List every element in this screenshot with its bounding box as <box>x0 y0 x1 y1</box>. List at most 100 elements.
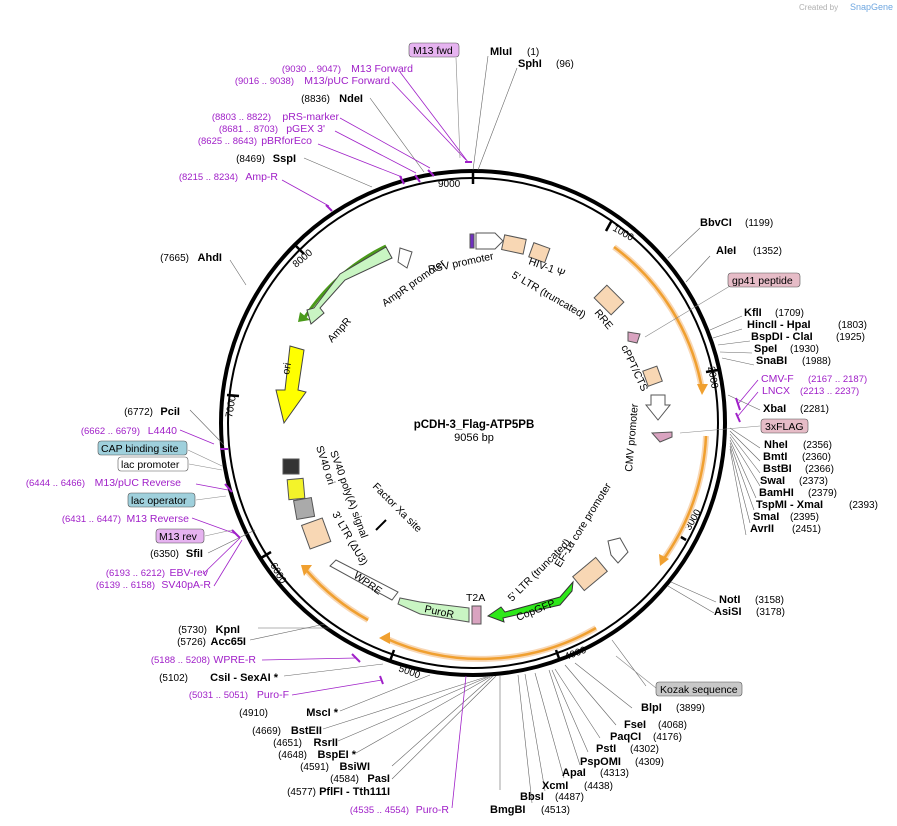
svg-text:(9030 .. 9047): (9030 .. 9047) <box>282 64 341 75</box>
svg-text:(6139 .. 6158): (6139 .. 6158) <box>96 580 155 591</box>
svg-text:(2379): (2379) <box>808 488 837 499</box>
site-mlui: MluI <box>490 46 512 58</box>
primer-pgex3: pGEX 3' <box>286 123 325 135</box>
site-ndei: NdeI <box>339 93 363 105</box>
site-bamhi: BamHI <box>759 487 794 499</box>
svg-text:(2281): (2281) <box>800 404 829 415</box>
svg-text:(1988): (1988) <box>802 356 831 367</box>
feature-cmv-promoter: CMV promoter <box>623 403 641 473</box>
primer-m13-forward: M13 Forward <box>351 63 413 75</box>
svg-text:(1709): (1709) <box>775 308 804 319</box>
svg-text:(2451): (2451) <box>792 524 821 535</box>
svg-text:(1930): (1930) <box>790 344 819 355</box>
label-cap-binding-site: CAP binding site <box>101 443 179 455</box>
site-pcii: PciI <box>160 406 180 418</box>
feature-t2a: T2A <box>466 592 485 604</box>
svg-text:(4584): (4584) <box>330 774 359 785</box>
site-pspomi: PspOMI <box>580 756 621 768</box>
plasmid-length: 9056 bp <box>454 432 494 444</box>
svg-text:(1): (1) <box>527 47 539 58</box>
svg-text:(3178): (3178) <box>756 607 785 618</box>
svg-text:(2356): (2356) <box>803 440 832 451</box>
svg-text:(4176): (4176) <box>653 732 682 743</box>
primer-pbrforeco: pBRforEco <box>261 135 312 147</box>
site-snabi: SnaBI <box>756 355 787 367</box>
boxed-labels: M13 fwd gp41 peptide 3xFLAG Kozak sequen… <box>97 42 809 697</box>
site-csii-sexai: CsiI - SexAI * <box>210 672 279 684</box>
site-kfli: KflI <box>744 307 762 319</box>
svg-text:(4910): (4910) <box>239 708 268 719</box>
svg-text:(2393): (2393) <box>849 500 878 511</box>
svg-text:(4302): (4302) <box>630 744 659 755</box>
svg-text:(8803 .. 8822): (8803 .. 8822) <box>212 112 271 123</box>
svg-text:(5188 .. 5208): (5188 .. 5208) <box>151 655 210 666</box>
svg-text:(2213 .. 2237): (2213 .. 2237) <box>800 386 859 397</box>
site-pflfi-tth111i: PflFI - Tth111I <box>319 786 390 798</box>
outer-feature-arcs <box>303 244 709 662</box>
svg-text:(4313): (4313) <box>600 768 629 779</box>
svg-text:(6350): (6350) <box>150 549 179 560</box>
tick-labels: 1000 2000 3000 4000 5000 6000 7000 8000 … <box>224 179 720 682</box>
primer-lncx: LNCX <box>762 385 790 397</box>
svg-text:(6193 .. 6212): (6193 .. 6212) <box>106 568 165 579</box>
svg-text:(2366): (2366) <box>805 464 834 475</box>
primer-m13-puc-reverse: M13/pUC Reverse <box>95 477 182 489</box>
svg-text:(5726): (5726) <box>177 637 206 648</box>
site-xbai: XbaI <box>763 403 786 415</box>
svg-text:(1199): (1199) <box>745 218 773 229</box>
site-apai: ApaI <box>562 767 586 779</box>
svg-text:(7665): (7665) <box>160 253 189 264</box>
svg-text:(1925): (1925) <box>836 332 865 343</box>
primer-l4440: L4440 <box>148 425 177 437</box>
site-psti: PstI <box>596 743 616 755</box>
svg-text:(1803): (1803) <box>838 320 867 331</box>
plasmid-name: pCDH-3_Flag-ATP5PB <box>414 419 535 431</box>
tick-4000: 4000 <box>563 645 588 663</box>
site-sspi: SspI <box>273 153 296 165</box>
tick-7000: 7000 <box>224 394 239 418</box>
feature-5ltr-a: 5' LTR (truncated) <box>510 269 588 321</box>
site-sphi: SphI <box>518 58 542 70</box>
site-spei: SpeI <box>754 343 777 355</box>
feature-hiv-psi: HIV-1 Ψ <box>527 256 567 280</box>
primer-m13-puc-forward: M13/pUC Forward <box>304 75 390 87</box>
site-swai: SwaI <box>760 475 785 487</box>
svg-text:(4309): (4309) <box>635 757 664 768</box>
svg-text:(1352): (1352) <box>753 246 782 257</box>
feature-ampr-promoter: AmpR promoter <box>380 257 448 310</box>
label-m13-fwd: M13 fwd <box>413 45 453 57</box>
site-ahdi: AhdI <box>198 252 222 264</box>
svg-text:(4591): (4591) <box>300 762 329 773</box>
svg-text:(9016 .. 9038): (9016 .. 9038) <box>235 76 294 87</box>
site-bstbi: BstBI <box>763 463 792 475</box>
site-bspei: BspEI * <box>317 749 356 761</box>
primer-puro-r: Puro-R <box>416 804 450 816</box>
feature-cppt: cPPT/CTS <box>618 343 650 393</box>
site-bbvci: BbvCI <box>700 217 732 229</box>
label-lac-operator: lac operator <box>131 495 187 507</box>
svg-text:(4669): (4669) <box>252 726 281 737</box>
arc-arrowheads <box>298 312 708 644</box>
feature-ori: ori <box>280 362 294 376</box>
primer-amp-r: Amp-R <box>245 171 278 183</box>
svg-text:(6444 .. 6466): (6444 .. 6466) <box>26 478 85 489</box>
svg-text:(6772): (6772) <box>124 407 153 418</box>
credit-prefix: Created by <box>799 3 838 12</box>
primer-labels: M13 Forward (9030 .. 9047) M13/pUC Forwa… <box>26 63 450 816</box>
primer-sv40pa-r: SV40pA-R <box>161 579 211 591</box>
primer-ebv-rev: EBV-rev <box>169 567 208 579</box>
label-m13-rev: M13 rev <box>159 531 198 543</box>
site-noti: NotI <box>719 594 740 606</box>
site-smai: SmaI <box>753 511 779 523</box>
primer-puro-f: Puro-F <box>257 689 289 701</box>
svg-text:(96): (96) <box>556 59 574 70</box>
svg-text:(4577): (4577) <box>287 787 316 798</box>
site-asisi: AsiSI <box>714 606 742 618</box>
site-acc65i: Acc65I <box>211 636 246 648</box>
primer-cmv-f: CMV-F <box>761 373 794 385</box>
site-bmgbi: BmgBI <box>490 804 525 816</box>
inner-features <box>275 232 673 625</box>
site-fsei: FseI <box>624 719 646 731</box>
site-bmti: BmtI <box>763 451 787 463</box>
